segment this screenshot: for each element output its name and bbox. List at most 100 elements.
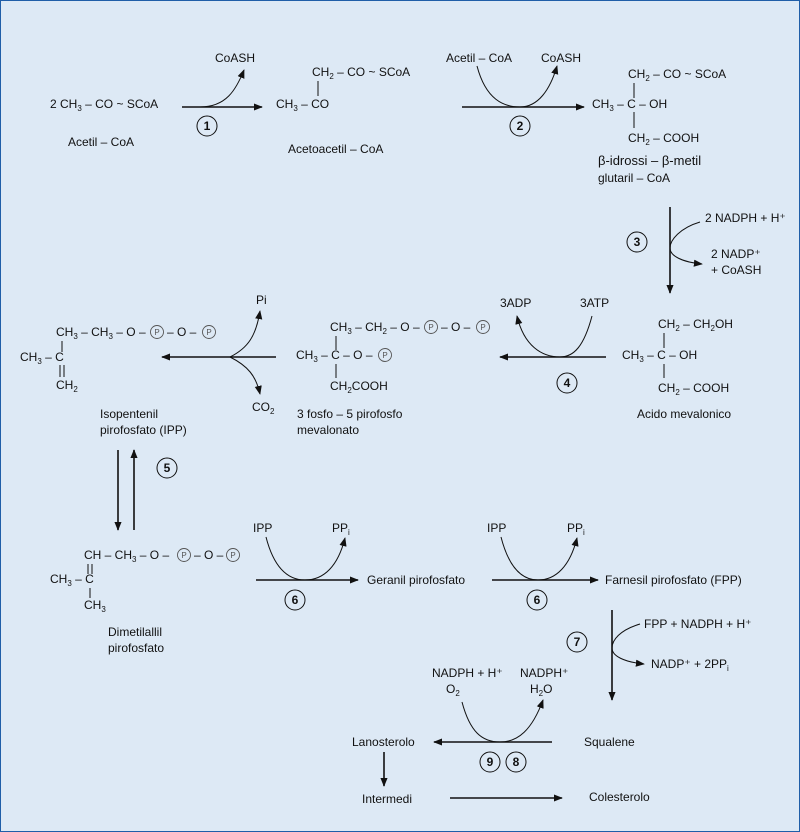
phosphate-bridge: – O – xyxy=(441,320,471,334)
step-4-number: 4 xyxy=(564,376,571,390)
step-6b-number: 6 xyxy=(534,593,541,607)
phosphate-p: P xyxy=(428,323,433,332)
step-2-number: 2 xyxy=(517,119,524,133)
coash-3: + CoASH xyxy=(711,263,761,277)
step-3-circle xyxy=(626,231,648,253)
acetil-coa-label: Acetil – CoA xyxy=(68,135,134,149)
phosphate-circle xyxy=(378,348,392,362)
step-9-number: 9 xyxy=(487,755,494,769)
reaction-4-side-arrow xyxy=(515,315,593,358)
hmg-middle: CH3 – C – OH xyxy=(592,97,667,113)
reaction-3-side-arrow xyxy=(669,221,703,267)
ipp-label-2: pirofosfato (IPP) xyxy=(100,423,187,437)
ipp-middle: CH3 – C xyxy=(20,350,64,366)
phosphate-circle xyxy=(476,320,490,334)
step-6b-circle xyxy=(526,589,548,611)
phosphate-p: P xyxy=(480,323,485,332)
nadph-left: NADPH + H⁺ xyxy=(432,666,503,680)
phosphate-circle xyxy=(226,548,240,562)
fosfomevalonato-label-1: 3 fosfo – 5 pirofosfo xyxy=(297,407,403,421)
geranil-label: Geranil pirofosfato xyxy=(367,573,465,587)
coash-2: CoASH xyxy=(541,51,581,65)
step-6a-number: 6 xyxy=(292,593,299,607)
o2-label: O2 xyxy=(446,682,460,698)
step-8-number: 8 xyxy=(513,755,520,769)
dmapp-label-2: pirofosfato xyxy=(108,641,164,655)
step-9-circle xyxy=(479,751,501,773)
hmg-label-2: glutaril – CoA xyxy=(598,171,670,185)
step-1-number: 1 xyxy=(204,119,211,133)
lanosterolo-label: Lanosterolo xyxy=(352,735,415,749)
farnesil-label: Farnesil pirofosfato (FPP) xyxy=(605,573,742,587)
acetoacetil-coa-label: Acetoacetil – CoA xyxy=(288,142,383,156)
reaction-1-side-arrow xyxy=(199,69,245,108)
phosphate-circle xyxy=(177,548,191,562)
step-5-circle xyxy=(156,457,178,479)
hmg-label-1: β-idrossi – β-metil xyxy=(598,153,701,168)
ppi-b: PPi xyxy=(567,521,585,537)
dmapp-top: CH – CH3 – O – xyxy=(84,548,169,564)
phosphate-p: P xyxy=(230,551,235,560)
step-4-circle xyxy=(556,372,578,394)
mevalonic-middle: CH3 – C – OH xyxy=(622,348,697,364)
acetil-formula: 2 CH3 – CO ~ SCoA xyxy=(50,97,158,113)
phosphate-bridge: – O – xyxy=(167,325,197,339)
step-6a-circle xyxy=(284,589,306,611)
reaction-2-side-arrow xyxy=(476,65,559,108)
phosphate-circle xyxy=(150,325,164,339)
fpp-input: FPP + NADPH + H⁺ xyxy=(644,617,751,631)
pi-release-arrow xyxy=(229,310,263,358)
ppi-a: PPi xyxy=(332,521,350,537)
nadph-right: NADPH⁺ xyxy=(520,666,568,680)
step-8-circle xyxy=(505,751,527,773)
phosphomevalonate-top: CH3 – CH2 – O – xyxy=(330,320,420,336)
acetil-coa-input: Acetil – CoA xyxy=(446,51,512,65)
step-3-number: 3 xyxy=(634,235,641,249)
squalene-label: Squalene xyxy=(584,735,635,749)
intermedi-label: Intermedi xyxy=(362,792,412,806)
phosphate-p: P xyxy=(154,328,159,337)
phosphate-p: P xyxy=(181,551,186,560)
phosphate-p: P xyxy=(382,351,387,360)
fosfomevalonato-label-2: mevalonato xyxy=(297,423,359,437)
step-7-circle xyxy=(566,631,588,653)
phosphomevalonate-bottom: CH2COOH xyxy=(330,379,388,395)
mevalonic-top: CH2 – CH2OH xyxy=(658,317,733,333)
hmg-bottom: CH2 – COOH xyxy=(628,131,699,147)
pi-label: Pi xyxy=(256,293,267,307)
co2-label: CO2 xyxy=(252,400,275,416)
acetoacetil-bottom: CH3 – CO xyxy=(276,97,329,113)
ipp-in-a: IPP xyxy=(253,521,272,535)
ipp-bottom: CH2 xyxy=(56,378,78,394)
step-1-circle xyxy=(196,115,218,137)
coash-1: CoASH xyxy=(215,51,255,65)
reaction-6b-side-arrow xyxy=(500,536,579,581)
nadp-pp-output: NADP⁺ + 2PPi xyxy=(651,657,729,673)
adp-label: 3ADP xyxy=(500,296,531,310)
h2o-label: H2O xyxy=(530,682,552,698)
co2-release-arrow xyxy=(229,356,262,395)
phosphate-circle xyxy=(424,320,438,334)
dmapp-bottom: CH3 xyxy=(84,598,106,614)
step-2-circle xyxy=(509,115,531,137)
reaction-6a-side-arrow xyxy=(265,536,347,581)
phosphate-bridge: – O – xyxy=(194,548,224,562)
acetoacetil-top: CH2 – CO ~ SCoA xyxy=(312,65,410,81)
colesterolo-label: Colesterolo xyxy=(589,790,650,804)
step-7-number: 7 xyxy=(574,635,581,649)
phosphate-p: P xyxy=(206,328,211,337)
phosphomevalonate-middle: CH3 – C – O – xyxy=(296,348,373,364)
atp-label: 3ATP xyxy=(580,296,609,310)
dmapp-label-1: Dimetilallil xyxy=(108,625,162,639)
acido-mevalonico-label: Acido mevalonico xyxy=(637,407,731,421)
dmapp-middle: CH3 – C xyxy=(50,572,94,588)
ipp-in-b: IPP xyxy=(487,521,506,535)
hmg-top: CH2 – CO ~ SCoA xyxy=(628,67,726,83)
nadph-input: 2 NADPH + H⁺ xyxy=(705,211,786,225)
ipp-top: CH3 – CH3 – O – xyxy=(56,325,146,341)
step-5-number: 5 xyxy=(164,461,171,475)
reaction-7-side-arrow xyxy=(611,623,645,667)
mevalonic-bottom: CH2 – COOH xyxy=(658,381,729,397)
